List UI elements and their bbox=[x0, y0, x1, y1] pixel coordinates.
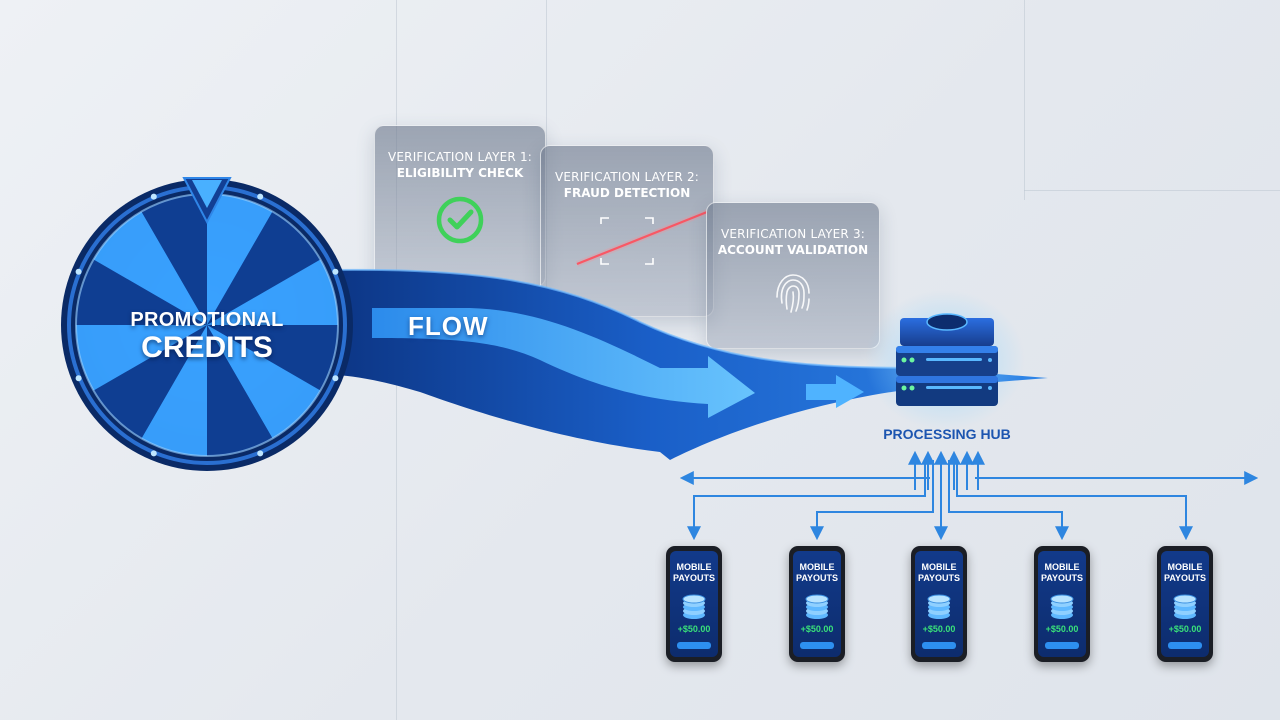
layer-title: VERIFICATION LAYER 2: bbox=[554, 170, 700, 184]
wheel-segment bbox=[93, 325, 207, 439]
phone-title-line1: MOBILE bbox=[1167, 562, 1203, 572]
wheel-segment bbox=[207, 194, 273, 325]
wheel-rim-light bbox=[257, 193, 264, 200]
wheel-rim-light bbox=[150, 450, 157, 457]
wheel-segment bbox=[141, 325, 207, 456]
processing-hub-label: PROCESSING HUB bbox=[883, 426, 1011, 442]
wheel-segment bbox=[207, 325, 273, 456]
mobile-payout-phone-2: MOBILE PAYOUTS +$50.00 bbox=[789, 546, 845, 662]
phone-notch bbox=[1054, 546, 1070, 550]
mobile-payout-phone-4: MOBILE PAYOUTS +$50.00 bbox=[1034, 546, 1090, 662]
phone-action-button bbox=[800, 642, 834, 649]
phone-title-line1: MOBILE bbox=[1044, 562, 1080, 572]
coin-stack-icon bbox=[927, 594, 951, 619]
payout-amount: +$50.00 bbox=[800, 624, 834, 634]
phone-title-line2: PAYOUTS bbox=[917, 573, 960, 583]
layer-name: FRAUD DETECTION bbox=[563, 186, 691, 200]
phone-action-button bbox=[1168, 642, 1202, 649]
layer-name: ACCOUNT VALIDATION bbox=[717, 243, 869, 257]
flow-band-edge bbox=[329, 268, 921, 369]
wheel-rim-light bbox=[332, 268, 339, 275]
coin-stack-icon bbox=[682, 594, 706, 619]
phone-title-line1: MOBILE bbox=[799, 562, 835, 572]
phone-action-button bbox=[1045, 642, 1079, 649]
wheel-segment bbox=[76, 259, 207, 325]
wheel-rim-light bbox=[75, 268, 82, 275]
mobile-payout-phone-1: MOBILE PAYOUTS +$50.00 bbox=[666, 546, 722, 662]
layer-title: VERIFICATION LAYER 1: bbox=[387, 150, 533, 164]
wheel-rim-light bbox=[257, 450, 264, 457]
wheel-title-line1: PROMOTIONAL bbox=[130, 309, 284, 331]
wheel-segment bbox=[207, 259, 338, 325]
phone-title-line2: PAYOUTS bbox=[1040, 573, 1083, 583]
phone-screen: MOBILE PAYOUTS +$50.00 bbox=[1161, 551, 1209, 657]
wheel-segment bbox=[207, 325, 338, 391]
flow-label: FLOW bbox=[408, 311, 489, 341]
fingerprint-icon bbox=[776, 274, 810, 313]
phone-notch bbox=[809, 546, 825, 550]
wheel-rim-light bbox=[332, 375, 339, 382]
distribution-arrows bbox=[679, 450, 1259, 541]
flow-inner-arrow bbox=[372, 308, 755, 418]
background-divider bbox=[1024, 0, 1025, 200]
wheel-segment bbox=[207, 325, 321, 439]
phone-title-line2: PAYOUTS bbox=[672, 573, 715, 583]
layer-name: ELIGIBILITY CHECK bbox=[396, 166, 524, 180]
wheel-rim-light bbox=[150, 193, 157, 200]
payout-amount: +$50.00 bbox=[1045, 624, 1079, 634]
background-divider bbox=[1024, 190, 1280, 191]
phone-screen: MOBILE PAYOUTS +$50.00 bbox=[915, 551, 963, 657]
flow-forward-arrow bbox=[806, 375, 864, 408]
wheel-pointer-highlight bbox=[192, 180, 222, 208]
checkmark-circle-icon bbox=[436, 196, 484, 244]
wheel-title-line2: CREDITS bbox=[141, 331, 273, 364]
phone-notch bbox=[931, 546, 947, 550]
phone-title-line1: MOBILE bbox=[921, 562, 957, 572]
phone-title-line2: PAYOUTS bbox=[795, 573, 838, 583]
coin-stack-icon bbox=[805, 594, 829, 619]
phone-screen: MOBILE PAYOUTS +$50.00 bbox=[1038, 551, 1086, 657]
phone-action-button bbox=[677, 642, 711, 649]
payout-amount: +$50.00 bbox=[1168, 624, 1202, 634]
verification-layer-2-card: VERIFICATION LAYER 2: FRAUD DETECTION bbox=[540, 145, 714, 317]
wheel-rim-light bbox=[75, 375, 82, 382]
phone-title-line1: MOBILE bbox=[676, 562, 712, 572]
wheel-segment bbox=[76, 325, 207, 391]
promotional-credits-wheel bbox=[61, 177, 353, 471]
phone-title-line2: PAYOUTS bbox=[1163, 573, 1206, 583]
wheel-segment bbox=[207, 211, 321, 325]
phone-screen: MOBILE PAYOUTS +$50.00 bbox=[670, 551, 718, 657]
server-stack-icon bbox=[865, 290, 1025, 430]
coin-stack-icon bbox=[1050, 594, 1074, 619]
coin-stack-icon bbox=[1173, 594, 1197, 619]
phone-notch bbox=[1177, 546, 1193, 550]
phone-screen: MOBILE PAYOUTS +$50.00 bbox=[793, 551, 841, 657]
wheel-segment bbox=[141, 194, 207, 325]
verification-layer-3-card: VERIFICATION LAYER 3: ACCOUNT VALIDATION bbox=[706, 202, 880, 349]
phone-notch bbox=[686, 546, 702, 550]
mobile-payout-phone-5: MOBILE PAYOUTS +$50.00 bbox=[1157, 546, 1213, 662]
wheel-segment bbox=[93, 211, 207, 325]
phone-action-button bbox=[922, 642, 956, 649]
mobile-payout-phone-3: MOBILE PAYOUTS +$50.00 bbox=[911, 546, 967, 662]
layer-title: VERIFICATION LAYER 3: bbox=[720, 227, 866, 241]
scan-frame-icon bbox=[575, 209, 709, 267]
payout-amount: +$50.00 bbox=[677, 624, 711, 634]
payout-amount: +$50.00 bbox=[922, 624, 956, 634]
